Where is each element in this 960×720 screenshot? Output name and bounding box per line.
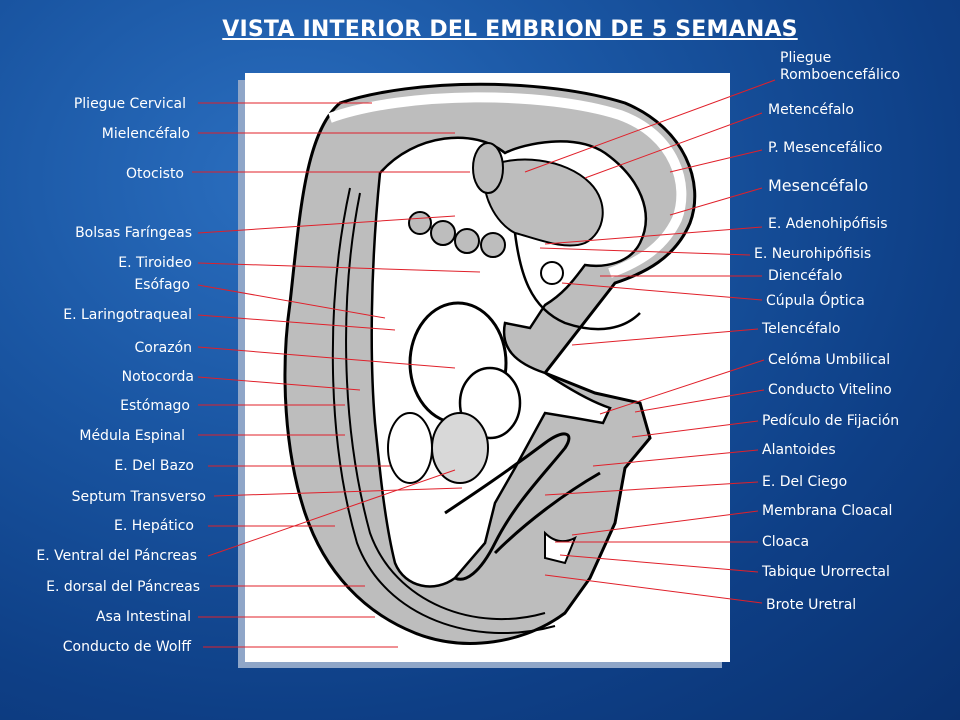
leader-line (197, 314, 396, 331)
label-notocorda: Notocorda (121, 369, 194, 385)
label-e-dorsal-pancreas: E. dorsal del Páncreas (46, 579, 200, 595)
label-tabique-urorrectal: Tabique Urorrectal (762, 564, 890, 580)
leader-line (634, 389, 765, 413)
label-e-laringotraqueal: E. Laringotraqueal (63, 307, 192, 323)
leader-line (544, 481, 759, 496)
mesencephalon-area (483, 158, 604, 247)
label-e-del-ciego: E. Del Ciego (762, 474, 848, 490)
leader-line (599, 359, 765, 415)
amnion-band (328, 92, 687, 278)
intestinal-loop (444, 432, 571, 581)
leader-line (592, 449, 759, 467)
leader-line (197, 215, 456, 234)
leader-line (544, 226, 763, 245)
label-bolsas-faringeas: Bolsas Faríngeas (75, 225, 192, 241)
label-mielencefalo: Mielencéfalo (101, 126, 190, 142)
label-pliegue-rombo-line2: Romboencefálico (780, 67, 901, 83)
pharyngeal-pouch-2 (430, 220, 456, 246)
label-pliegue-rombo-line1: Pliegue (780, 50, 832, 66)
leader-line (197, 262, 481, 273)
label-conducto-vitelino: Conducto Vitelino (768, 382, 892, 398)
label-septum-transverso: Septum Transverso (71, 489, 206, 505)
leader-line (561, 282, 763, 301)
label-e-neurohipofisis: E. Neurohipófisis (754, 246, 872, 262)
leader-line (631, 420, 759, 438)
leader-line (669, 187, 763, 216)
label-medula-espinal: Médula Espinal (79, 428, 185, 444)
optic-cup-shape (540, 261, 564, 285)
label-metencefalo: Metencéfalo (768, 102, 854, 118)
label-corazon: Corazón (134, 340, 192, 356)
leader-line (669, 149, 763, 173)
otocyst-shape (472, 142, 504, 194)
leader-line (524, 79, 776, 173)
label-e-adenohipofisis: E. Adenohipófisis (768, 216, 888, 232)
leader-line (584, 112, 763, 179)
forebrain-fold (513, 232, 641, 331)
stomach-shape (387, 412, 433, 484)
label-cloaca: Cloaca (762, 534, 810, 550)
label-brote-uretral: Brote Uretral (766, 597, 857, 613)
label-conducto-wolff: Conducto de Wolff (62, 639, 191, 655)
label-estomago: Estómago (120, 398, 190, 414)
spinal-cord-outer (331, 187, 556, 634)
label-asa-intestinal: Asa Intestinal (95, 609, 191, 625)
leader-line (197, 346, 456, 369)
label-cupula-optica: Cúpula Óptica (766, 293, 865, 309)
label-p-mesencefalico: P. Mesencefálico (768, 140, 883, 156)
embryo-illustration (283, 82, 697, 645)
label-e-ventral-pancreas: E. Ventral del Páncreas (36, 548, 197, 564)
label-pliegue-cervical: Pliegue Cervical (73, 96, 186, 112)
label-alantoides: Alantoides (762, 442, 836, 458)
leader-line (544, 574, 763, 604)
spinal-cord (345, 192, 546, 621)
leader-line (539, 247, 751, 256)
embryo-figure (245, 73, 730, 662)
label-diencefalo: Diencéfalo (768, 268, 843, 284)
page-title: VISTA INTERIOR DEL EMBRION DE 5 SEMANAS (222, 17, 798, 42)
pharyngeal-pouch-4 (480, 232, 506, 258)
leader-line (571, 328, 759, 346)
label-e-del-bazo: E. Del Bazo (114, 458, 194, 474)
label-e-hepatico: E. Hepático (114, 518, 194, 534)
label-pediculo-fijacion: Pedículo de Fijación (762, 413, 900, 429)
pharyngeal-pouch-3 (454, 228, 480, 254)
label-celoma-umbilical: Celóma Umbilical (768, 352, 891, 368)
leader-line (197, 284, 386, 319)
label-telencefalo: Telencéfalo (762, 321, 841, 337)
leader-line (213, 487, 463, 497)
leader-line (559, 554, 759, 573)
label-e-tiroideo: E. Tiroideo (118, 255, 192, 271)
leader-line (207, 469, 456, 557)
leader-line (197, 376, 361, 391)
label-esofago: Esófago (134, 277, 190, 293)
label-otocisto: Otocisto (125, 166, 184, 182)
leader-line (571, 510, 759, 536)
label-mesencefalo: Mesencéfalo (768, 176, 869, 195)
label-membrana-cloacal: Membrana Cloacal (762, 503, 893, 519)
allantois-duct (493, 471, 601, 555)
